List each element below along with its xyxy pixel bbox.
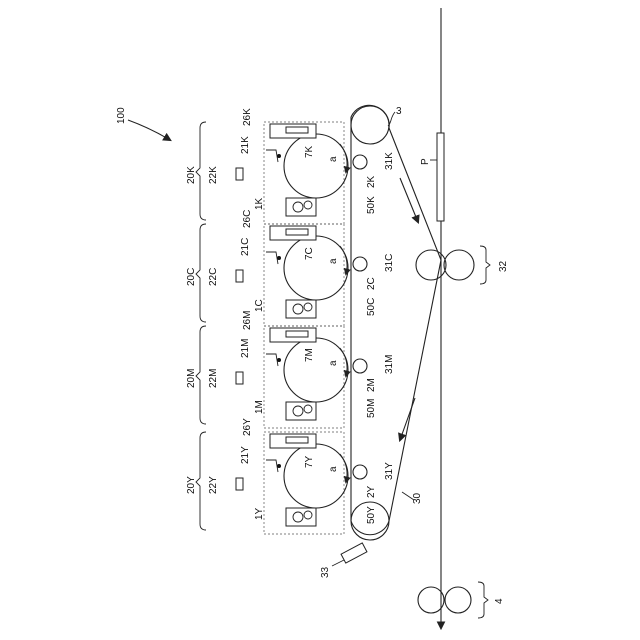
station-stack: 20K 22K 21K 26K 1K 7K a 2K 31K 50K 20C 22C 21C 26C 1C 7…: [186, 108, 395, 534]
transfer-roller: [353, 155, 367, 169]
drum: [284, 338, 348, 402]
cleaner-label: 26K: [242, 108, 253, 126]
charger: [266, 460, 278, 472]
cleaner-blade: [286, 229, 308, 235]
exit-brace: [478, 582, 488, 618]
belt-lower-label: 30: [412, 492, 423, 504]
developer-label: 1M: [254, 400, 265, 414]
group-label: 20C: [186, 268, 197, 286]
exposure-label: 21M: [240, 339, 251, 358]
drum-label: 7M: [304, 348, 315, 362]
belt-direction-arrow-bottom: [400, 398, 415, 440]
belt-cleaner-leader: [332, 560, 344, 566]
group-label: 20K: [186, 166, 197, 184]
group-label: 20M: [186, 369, 197, 388]
charger: [266, 150, 278, 162]
drum-axis-label: 2C: [366, 277, 377, 290]
belt-leader: [388, 112, 395, 126]
transfer-roller: [353, 257, 367, 271]
charger-label: 22C: [208, 268, 219, 286]
transfer-roller: [353, 465, 367, 479]
drum-axis-label: 2K: [366, 175, 377, 188]
cleaner-blade: [286, 127, 308, 133]
main-ref-label: 100: [116, 107, 127, 124]
charger: [266, 252, 278, 264]
cleaner-blade: [286, 331, 308, 337]
drum-rotation-arrow: [340, 246, 347, 274]
group-brace: [196, 326, 206, 424]
exposure-label: 21C: [240, 238, 251, 256]
main-ref-arrow: [128, 120, 170, 140]
patch-label: 50M: [366, 399, 377, 418]
patch-label: 50C: [366, 298, 377, 316]
belt-outer-run: [351, 105, 441, 534]
cleaner-label: 26M: [242, 311, 253, 330]
arrow-label: a: [328, 258, 339, 264]
belt-cleaner: [341, 543, 367, 563]
drum: [284, 134, 348, 198]
cleaner-blade: [286, 437, 308, 443]
charger-label: 22Y: [208, 476, 219, 494]
drum-axis-label: 2Y: [366, 485, 377, 498]
belt-cleaner-label: 33: [320, 566, 331, 578]
exposure-label: 21Y: [240, 446, 251, 464]
exit-roller-right: [445, 587, 471, 613]
drum-rotation-arrow: [340, 348, 347, 376]
drum-axis-label: 2M: [366, 378, 377, 392]
charger-dot: [277, 358, 281, 362]
developer-label: 1K: [254, 197, 265, 210]
cleaner-label: 26Y: [242, 418, 253, 436]
patch-label: 50K: [366, 196, 377, 214]
group-brace: [196, 122, 206, 220]
belt-label: 3: [396, 106, 402, 117]
belt-drive-roller-top: [351, 106, 389, 144]
cleaner-label: 26C: [242, 210, 253, 228]
drum-rotation-arrow: [340, 144, 347, 172]
drum-rotation-arrow: [340, 454, 347, 482]
exposure-label: 21K: [240, 136, 251, 154]
exposure-unit: [236, 270, 243, 282]
belt-direction-arrow-top: [400, 178, 418, 222]
drum-label: 7K: [304, 145, 315, 158]
group-label: 20Y: [186, 476, 197, 494]
drum-label: 7Y: [304, 455, 315, 468]
fixing-roller-right: [444, 250, 474, 280]
exit-unit-label: 4: [494, 598, 505, 604]
arrow-label: a: [328, 466, 339, 472]
sheet-label: P: [420, 158, 431, 165]
fixing-brace: [480, 246, 490, 284]
exit-roller-left: [418, 587, 444, 613]
charger-dot: [277, 154, 281, 158]
transfer-label: 31Y: [384, 462, 395, 480]
charger-label: 22M: [208, 369, 219, 388]
arrow-label: a: [328, 360, 339, 366]
drum-label: 7C: [304, 247, 315, 260]
developer-label: 1C: [254, 299, 265, 312]
group-brace: [196, 432, 206, 530]
exposure-unit: [236, 168, 243, 180]
sheet-p: [437, 133, 444, 221]
transfer-label: 31M: [384, 355, 395, 374]
transfer-roller: [353, 359, 367, 373]
transfer-label: 31C: [384, 254, 395, 272]
drum: [284, 444, 348, 508]
charger: [266, 354, 278, 366]
arrow-label: a: [328, 156, 339, 162]
exposure-unit: [236, 478, 243, 490]
charger-label: 22K: [208, 166, 219, 184]
drum: [284, 236, 348, 300]
exposure-unit: [236, 372, 243, 384]
transfer-label: 31K: [384, 152, 395, 170]
charger-dot: [277, 256, 281, 260]
charger-dot: [277, 464, 281, 468]
developer-label: 1Y: [254, 507, 265, 520]
fixing-unit-label: 32: [498, 260, 509, 272]
patch-label: 50Y: [366, 506, 377, 524]
group-brace: [196, 224, 206, 322]
